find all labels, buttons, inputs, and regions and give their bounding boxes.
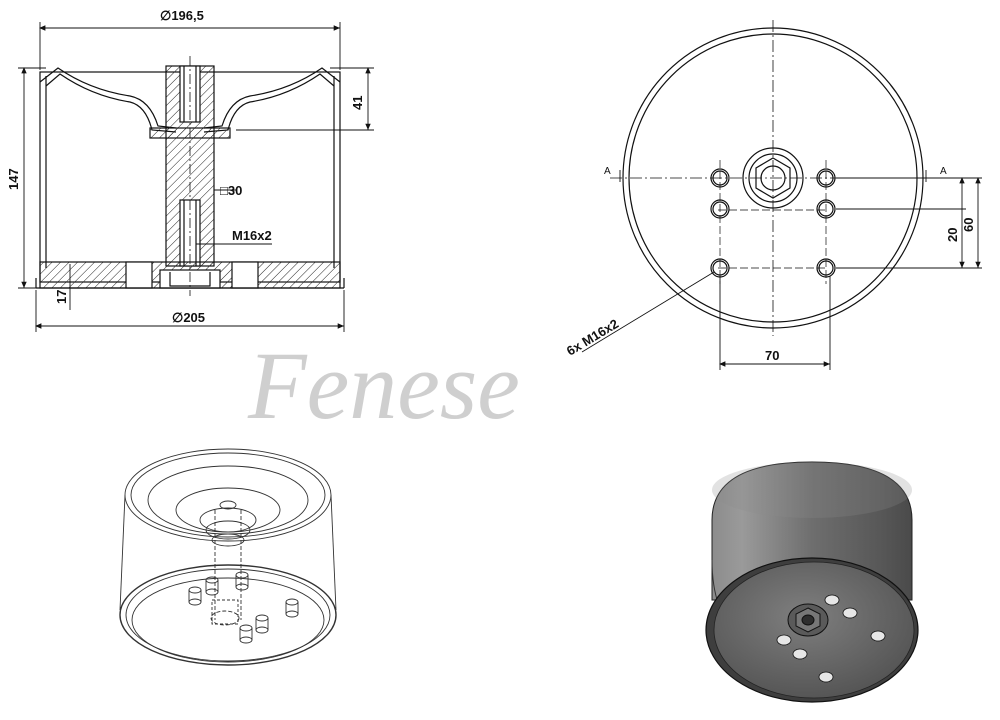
dim-base-thickness: 17 [54,290,69,304]
hub-outer [742,147,804,209]
dim-hole-spacing-small: 20 [945,228,960,242]
dim-top-diameter: ∅196,5 [160,8,204,23]
section-label-right: A [940,166,947,177]
dim-hole-spacing-horizontal: 70 [765,348,779,363]
dim-base-diameter: ∅205 [172,310,205,325]
solid-iso-view [705,461,919,703]
dish-right [203,67,341,129]
hub-hex [755,157,791,199]
section-view [35,56,345,296]
dim-square-key: □30 [220,183,242,198]
hole [816,168,836,188]
hole [710,168,730,188]
dim-rim-depth: 41 [350,96,365,110]
plan-dimensions [581,170,982,370]
dim-hole-callout: 6x M16x2 [564,316,621,359]
wireframe-iso-view [119,448,337,666]
dish-left [39,67,177,129]
solid-hub [787,603,829,637]
hole [710,199,730,219]
dim-height: 147 [6,168,21,190]
section-label-left: A [604,166,611,177]
dim-hole-spacing-large: 60 [961,218,976,232]
solid-holes [776,594,886,683]
hole [816,199,836,219]
hole [816,258,836,278]
brand-watermark: Fenese [247,332,520,439]
dim-inner-thread: M16x2 [232,228,272,243]
mounting-holes [710,168,836,278]
section-dimensions [18,22,374,332]
wireframe-holes [188,571,299,644]
